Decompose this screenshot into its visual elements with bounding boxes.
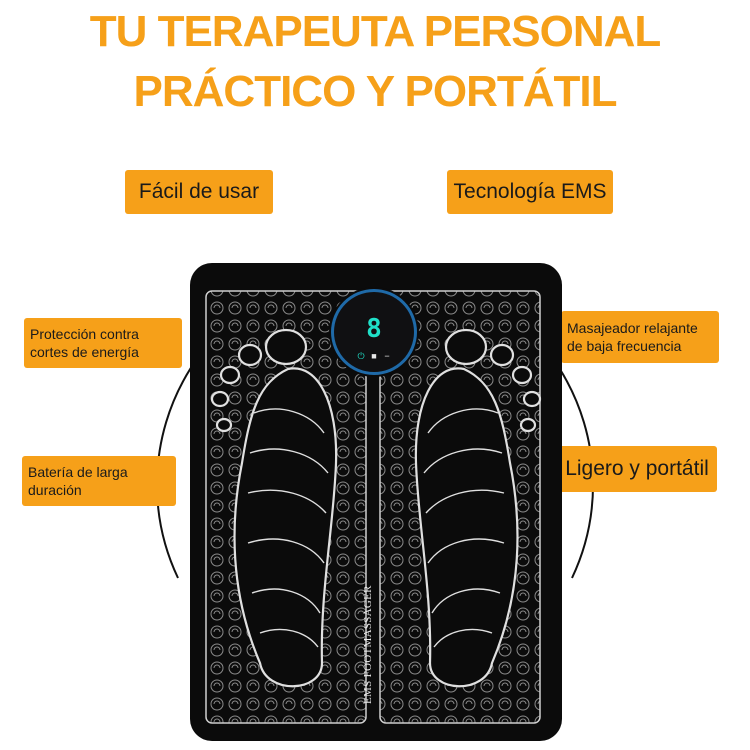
headline-line-1: TU TERAPEUTA PERSONAL	[89, 7, 662, 56]
feature-power-protection: Protección contra cortes de energía	[24, 318, 182, 368]
feature-low-frequency: Masajeador relajante de baja frecuencia	[561, 311, 719, 363]
power-icon[interactable]: ⏻	[357, 351, 365, 361]
foot-massager-mat	[190, 263, 562, 741]
feature-lightweight-portable: Ligero y portátil	[557, 446, 717, 492]
minus-icon[interactable]: −	[384, 351, 390, 361]
feature-easy-to-use: Fácil de usar	[125, 170, 273, 214]
feature-long-battery: Batería de larga duración	[22, 456, 176, 506]
feature-ems-technology: Tecnología EMS	[447, 170, 613, 214]
mat-pattern	[205, 290, 542, 724]
headline-line-2: PRÁCTICO Y PORTÁTIL	[133, 67, 618, 116]
control-unit[interactable]	[334, 292, 414, 372]
intensity-display: 8	[366, 314, 382, 344]
brand-label: EMS FOOTMASSAGER	[362, 585, 374, 705]
foot-icon[interactable]: ■	[371, 351, 377, 361]
